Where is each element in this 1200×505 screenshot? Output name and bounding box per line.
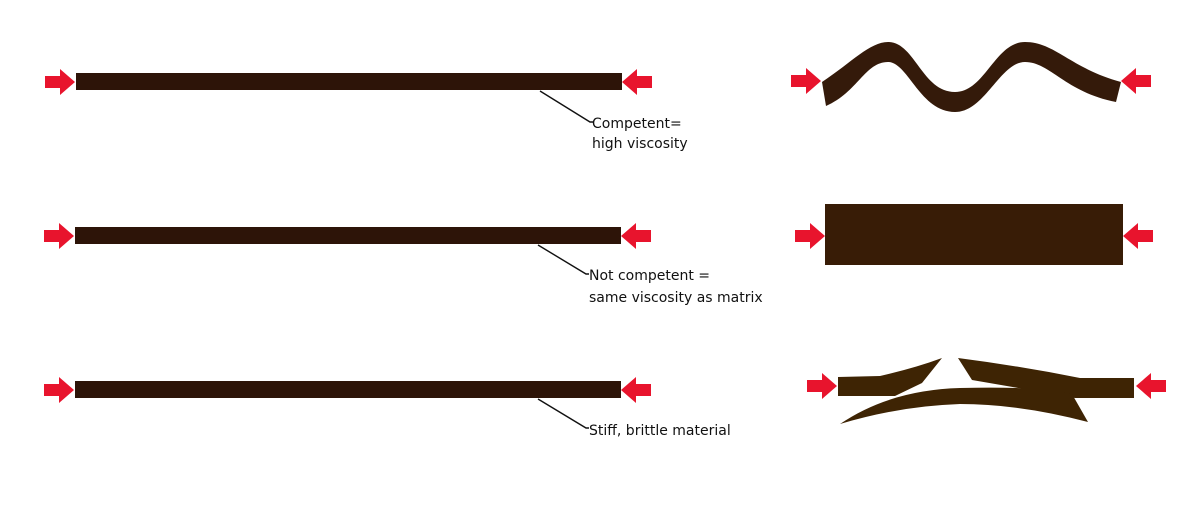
arrow-left-icon [622,69,652,95]
row-brittle: Stiff, brittle material [44,358,1166,439]
initial-layer-group: Not competent = same viscosity as matrix [44,223,763,306]
initial-layer-group: Stiff, brittle material [44,377,731,439]
arrow-right-icon [791,68,821,94]
arrow-left-icon [621,223,651,249]
result-thickened [795,204,1153,265]
arrow-left-icon [1136,373,1166,399]
label-line-1: Stiff, brittle material [589,423,731,439]
result-fractured [807,358,1166,424]
label-line-2: same viscosity as matrix [589,290,763,306]
arrow-right-icon [795,223,825,249]
arrow-right-icon [44,223,74,249]
initial-layer [75,381,621,398]
thickened-layer [825,204,1123,265]
arrow-right-icon [44,377,74,403]
label-line-1: Not competent = [589,268,710,284]
label-line-2: high viscosity [592,136,688,152]
result-folded [791,42,1151,112]
arrow-left-icon [1123,223,1153,249]
label-line-1: Competent= [592,116,682,132]
initial-layer-group: Competent= high viscosity [45,69,688,152]
row-not-competent: Not competent = same viscosity as matrix [44,204,1153,306]
arrow-left-icon [621,377,651,403]
leader-line [539,90,593,123]
row-competent: Competent= high viscosity [45,42,1151,152]
fracture-fragment-right [958,358,1134,398]
arrow-right-icon [45,69,75,95]
leader-line [537,244,589,275]
folded-layer [822,42,1121,112]
arrow-right-icon [807,373,837,399]
leader-line [537,398,589,429]
initial-layer [75,227,621,244]
fracture-fragment-left [838,358,942,396]
initial-layer [76,73,622,90]
arrow-left-icon [1121,68,1151,94]
fracture-fragment-lower [840,387,1088,424]
